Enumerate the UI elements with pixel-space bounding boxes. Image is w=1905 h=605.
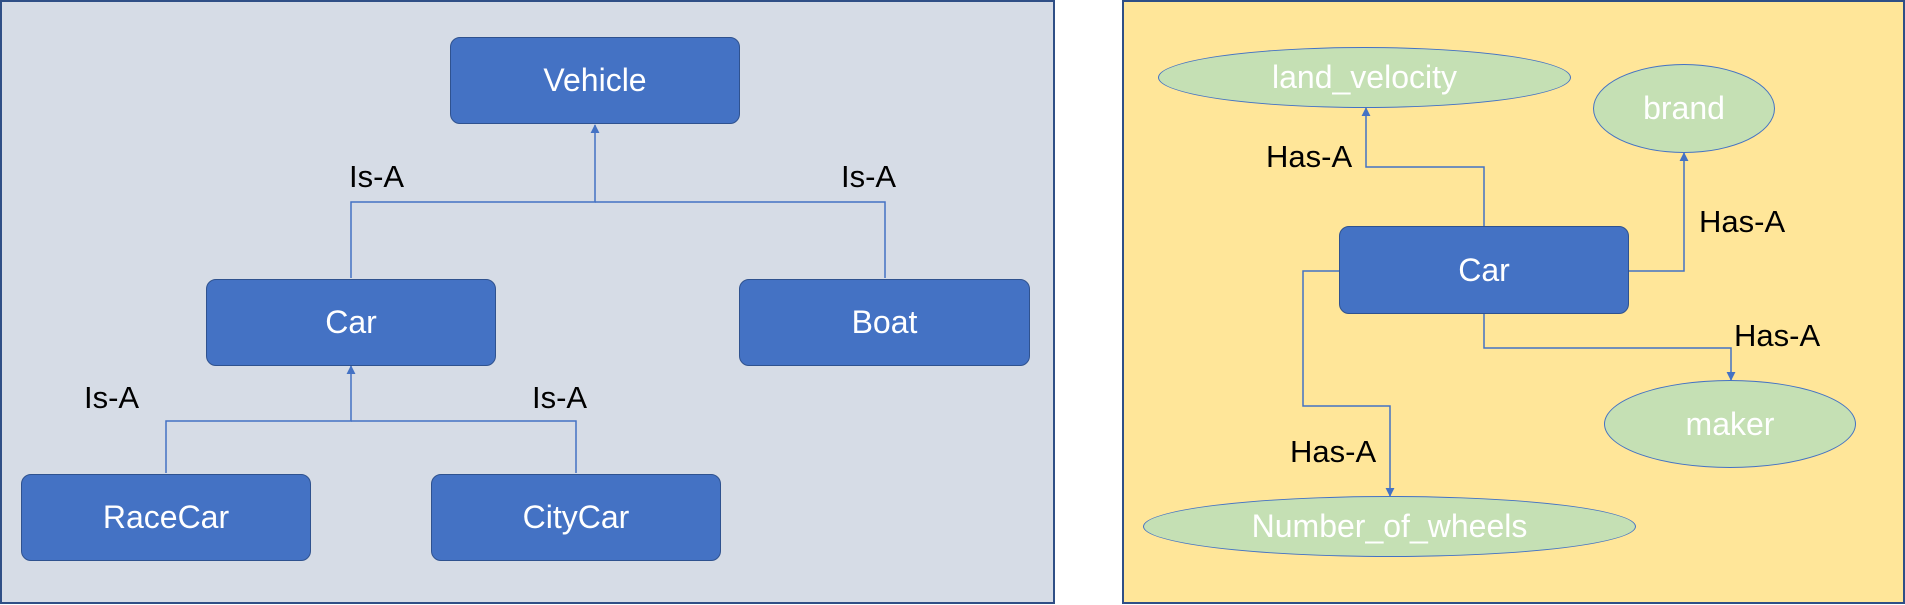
has-a-connector-car-brand bbox=[1628, 152, 1689, 272]
is-a-label-boat-vehicle: Is-A bbox=[841, 159, 897, 194]
maker-label: maker bbox=[1685, 405, 1775, 442]
is-a-label-racecar-car: Is-A bbox=[84, 380, 140, 415]
car-class-node[interactable]: Car bbox=[206, 279, 496, 366]
has-a-label-car-maker: Has-A bbox=[1734, 318, 1821, 353]
racecar-class-label: RaceCar bbox=[102, 499, 230, 535]
car-entity-label: Car bbox=[1458, 251, 1510, 288]
has-a-label-car-number-of-wheels: Has-A bbox=[1290, 434, 1377, 469]
vehicle-class-node[interactable]: Vehicle bbox=[450, 37, 740, 124]
has-a-label-car-land-velocity: Has-A bbox=[1266, 139, 1353, 174]
land-velocity-label: land_velocity bbox=[1272, 59, 1457, 95]
maker-attribute-node[interactable]: maker bbox=[1604, 380, 1856, 468]
car-class-label: Car bbox=[325, 304, 377, 340]
is-a-connector-citycar-car bbox=[351, 420, 577, 473]
brand-attribute-node[interactable]: brand bbox=[1593, 64, 1775, 153]
racecar-class-node[interactable]: RaceCar bbox=[21, 474, 311, 561]
is-a-label-car-vehicle: Is-A bbox=[349, 159, 405, 194]
citycar-class-label: CityCar bbox=[522, 499, 630, 535]
boat-class-label: Boat bbox=[851, 304, 918, 340]
number-of-wheels-attribute-node[interactable]: Number_of_wheels bbox=[1143, 496, 1636, 557]
is-a-connector-racecar-car bbox=[165, 365, 356, 473]
is-a-connector-boat-vehicle bbox=[595, 201, 886, 278]
vehicle-class-label: Vehicle bbox=[543, 62, 647, 98]
has-a-connector-car-number-of-wheels bbox=[1302, 270, 1395, 497]
has-a-label-car-brand: Has-A bbox=[1699, 204, 1786, 239]
number-of-wheels-label: Number_of_wheels bbox=[1251, 508, 1528, 544]
land-velocity-attribute-node[interactable]: land_velocity bbox=[1158, 47, 1571, 108]
has-a-connector-car-maker bbox=[1483, 314, 1736, 381]
has-a-connector-car-land-velocity bbox=[1361, 107, 1485, 226]
citycar-class-node[interactable]: CityCar bbox=[431, 474, 721, 561]
is-a-connector-car-vehicle bbox=[350, 124, 600, 278]
boat-class-node[interactable]: Boat bbox=[739, 279, 1030, 366]
brand-label: brand bbox=[1643, 90, 1725, 126]
is-a-label-citycar-car: Is-A bbox=[532, 380, 588, 415]
car-entity-node[interactable]: Car bbox=[1339, 226, 1629, 314]
